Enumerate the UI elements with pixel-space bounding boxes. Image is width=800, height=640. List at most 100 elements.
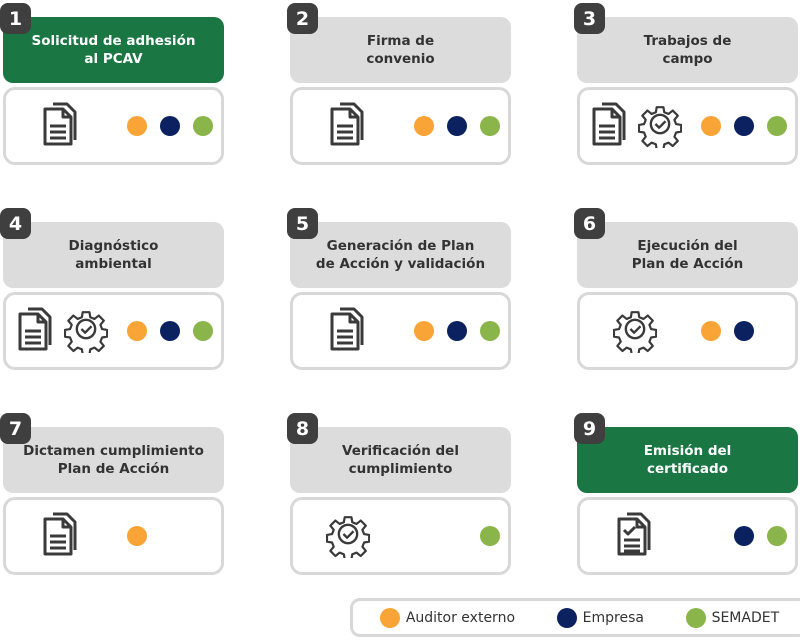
step-title: Solicitud de adhesión al PCAV xyxy=(3,17,224,83)
gear-check-icon xyxy=(612,305,658,357)
auditor-dot xyxy=(379,607,400,628)
step-icons xyxy=(11,500,111,572)
step-title-line: Dictamen cumplimiento xyxy=(23,443,204,459)
gear-check-icon xyxy=(325,510,371,562)
step-title-line: Plan de Acción xyxy=(57,461,170,477)
step-icons xyxy=(298,90,398,162)
semadet-dot xyxy=(767,116,787,136)
step-title-line: certificado xyxy=(647,461,728,477)
step-number-badge: 4 xyxy=(0,208,31,239)
step-icons xyxy=(585,90,685,162)
step-number-badge: 6 xyxy=(574,208,605,239)
step-title-line: Generación de Plan xyxy=(326,238,475,254)
step-card-4: 4 Diagnóstico ambiental xyxy=(0,208,224,370)
step-title-line: de Acción y validación xyxy=(315,256,486,272)
empresa-dot xyxy=(734,321,754,341)
step-title-line: Diagnóstico xyxy=(68,238,159,254)
gear-check-icon xyxy=(637,100,683,152)
document-icon xyxy=(588,100,632,152)
step-icons xyxy=(11,90,111,162)
auditor-dot xyxy=(127,526,147,546)
empresa-dot xyxy=(160,116,180,136)
legend: Auditor externo Empresa SEMADET xyxy=(350,598,800,637)
step-title-line: Ejecución del xyxy=(637,238,738,254)
document-icon xyxy=(14,305,58,357)
step-title-line: Firma de xyxy=(366,33,435,49)
legend-label: Auditor externo xyxy=(405,609,516,626)
semadet-dot xyxy=(767,526,787,546)
step-title: Diagnóstico ambiental xyxy=(3,222,224,288)
document-icon xyxy=(39,510,83,562)
step-body xyxy=(290,87,511,165)
empresa-dot xyxy=(447,116,467,136)
gear-check-icon xyxy=(63,305,109,357)
step-card-9: 9 Emisión del certificado xyxy=(574,413,798,575)
step-title-line: campo xyxy=(662,51,713,67)
document-icon xyxy=(326,305,370,357)
step-title-line: ambiental xyxy=(75,256,152,272)
auditor-dot xyxy=(127,321,147,341)
step-body xyxy=(3,87,224,165)
legend-item-semadet: SEMADET xyxy=(685,607,780,628)
empresa-dot xyxy=(160,321,180,341)
semadet-dot xyxy=(193,116,213,136)
step-number-badge: 8 xyxy=(287,413,318,444)
step-number-badge: 2 xyxy=(287,3,318,34)
semadet-dot xyxy=(480,526,500,546)
empresa-dot xyxy=(734,526,754,546)
semadet-dot xyxy=(685,607,706,628)
step-title-line: Solicitud de adhesión xyxy=(31,33,196,49)
document-icon xyxy=(39,100,83,152)
step-icons xyxy=(585,295,685,367)
legend-item-auditor: Auditor externo xyxy=(379,607,516,628)
legend-item-empresa: Empresa xyxy=(556,607,644,628)
step-number-badge: 7 xyxy=(0,413,31,444)
step-number-badge: 5 xyxy=(287,208,318,239)
step-number-badge: 1 xyxy=(0,3,31,34)
step-card-8: 8 Verificación del cumplimiento xyxy=(287,413,511,575)
legend-label: SEMADET xyxy=(711,609,780,626)
auditor-dot xyxy=(701,116,721,136)
empresa-dot xyxy=(734,116,754,136)
step-icons xyxy=(11,295,111,367)
auditor-dot xyxy=(701,321,721,341)
step-icons xyxy=(298,500,398,572)
step-number-badge: 9 xyxy=(574,413,605,444)
step-body xyxy=(577,497,798,575)
semadet-dot xyxy=(193,321,213,341)
step-title-line: Plan de Acción xyxy=(631,256,744,272)
step-title: Generación de Plan de Acción y validación xyxy=(290,222,511,288)
step-title-line: Emisión del xyxy=(643,443,732,459)
step-icons xyxy=(585,500,685,572)
step-title: Verificación del cumplimiento xyxy=(290,427,511,493)
step-body xyxy=(3,497,224,575)
document-check-icon xyxy=(613,510,657,562)
step-card-1: 1 Solicitud de adhesión al PCAV xyxy=(0,3,224,165)
empresa-dot xyxy=(556,607,577,628)
step-icons xyxy=(298,295,398,367)
step-number-badge: 3 xyxy=(574,3,605,34)
step-card-5: 5 Generación de Plan de Acción y validaci… xyxy=(287,208,511,370)
step-title: Emisión del certificado xyxy=(577,427,798,493)
semadet-dot xyxy=(480,321,500,341)
document-icon xyxy=(326,100,370,152)
empresa-dot xyxy=(447,321,467,341)
auditor-dot xyxy=(127,116,147,136)
step-body xyxy=(290,497,511,575)
step-body xyxy=(577,292,798,370)
step-title-line: al PCAV xyxy=(84,51,143,67)
semadet-dot xyxy=(480,116,500,136)
step-body xyxy=(3,292,224,370)
step-title-line: cumplimiento xyxy=(348,461,453,477)
legend-label: Empresa xyxy=(582,609,644,626)
step-body xyxy=(290,292,511,370)
step-title-line: Verificación del xyxy=(342,443,459,459)
